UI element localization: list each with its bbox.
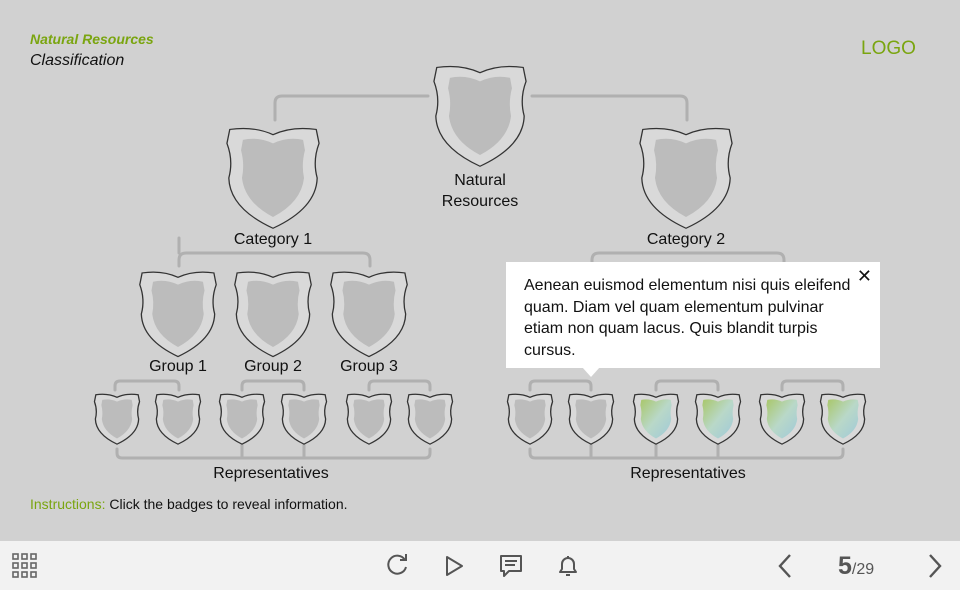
group-3-label: Group 3 <box>340 358 398 375</box>
page-title: Classification <box>30 52 125 69</box>
bottom-navbar <box>0 541 960 590</box>
representative-badge-5[interactable] <box>345 393 393 445</box>
instructions-label: Instructions: <box>30 496 106 512</box>
root-badge[interactable] <box>433 65 527 167</box>
group-1-badge[interactable] <box>139 271 217 358</box>
group-2-badge[interactable] <box>234 271 312 358</box>
prev-arrow-icon[interactable] <box>773 553 799 579</box>
page-total: /29 <box>851 561 875 578</box>
transcript-icon[interactable] <box>498 553 524 579</box>
representatives-label-left: Representatives <box>213 465 329 482</box>
representative-badge-4[interactable] <box>280 393 328 445</box>
course-title: Natural Resources <box>30 31 154 47</box>
representative-badge-9[interactable] <box>632 393 680 445</box>
page-current: 5 <box>838 552 852 580</box>
representative-badge-6[interactable] <box>406 393 454 445</box>
representative-badge-2[interactable] <box>154 393 202 445</box>
instructions: Instructions: Click the badges to reveal… <box>30 496 348 512</box>
notification-bell-icon[interactable] <box>555 553 581 579</box>
representative-badge-7[interactable] <box>506 393 554 445</box>
representative-badge-12[interactable] <box>819 393 867 445</box>
popup-text: Aenean euismod elementum nisi quis eleif… <box>524 277 851 359</box>
connector-lines <box>113 94 845 460</box>
replay-icon[interactable] <box>384 553 410 579</box>
category-2-badge[interactable] <box>639 127 733 229</box>
popup-pointer <box>582 367 600 377</box>
logo: LOGO <box>861 38 916 59</box>
category-1-label: Category 1 <box>233 231 313 248</box>
category-2-label: Category 2 <box>646 231 726 248</box>
menu-grid-icon[interactable] <box>12 553 38 579</box>
group-3-badge[interactable] <box>330 271 408 358</box>
group-2-label: Group 2 <box>244 358 302 375</box>
instructions-text: Click the badges to reveal information. <box>109 496 348 512</box>
next-arrow-icon[interactable] <box>921 553 947 579</box>
representative-badge-8[interactable] <box>567 393 615 445</box>
play-icon[interactable] <box>441 553 467 579</box>
category-1-badge[interactable] <box>226 127 320 229</box>
page-counter: 5/29 <box>838 552 874 581</box>
info-popup: Aenean euismod elementum nisi quis eleif… <box>506 262 880 377</box>
representatives-label-right: Representatives <box>630 465 746 482</box>
group-1-label: Group 1 <box>149 358 207 375</box>
representative-badge-10[interactable] <box>694 393 742 445</box>
representative-badge-11[interactable] <box>758 393 806 445</box>
representative-badge-1[interactable] <box>93 393 141 445</box>
close-icon[interactable]: ✕ <box>856 266 872 286</box>
representative-badge-3[interactable] <box>218 393 266 445</box>
